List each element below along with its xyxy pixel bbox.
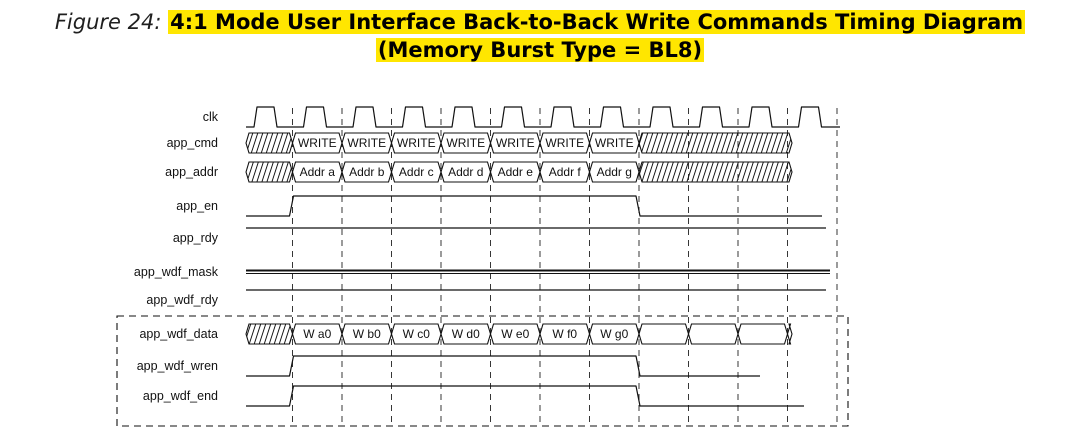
app-wdf-data-value-label: W b0 <box>353 327 381 341</box>
app-wdf-data-value-label: W g0 <box>600 327 628 341</box>
app-cmd-undefined-segment <box>245 132 294 154</box>
app-cmd-value-label: WRITE <box>446 136 485 150</box>
app-addr-value-label: Addr e <box>498 165 534 179</box>
signal-label-app-wdf-rdy: app_wdf_rdy <box>146 293 218 307</box>
app-addr-undefined-segment <box>245 161 294 183</box>
app-wdf-data-empty-segment <box>737 323 789 345</box>
app-wdf-data-value-label: W a0 <box>303 327 331 341</box>
app-cmd-value-label: WRITE <box>298 136 337 150</box>
app-wdf-data-value-label: W d0 <box>452 327 480 341</box>
app-addr-value-label: Addr a <box>300 165 336 179</box>
app-wdf-data-value-label: W f0 <box>552 327 577 341</box>
figure-title: Figure 24: 4:1 Mode User Interface Back-… <box>0 8 1080 64</box>
figure-title-text: 4:1 Mode User Interface Back-to-Back Wri… <box>168 10 1026 34</box>
app-wdf-data-value-label: W c0 <box>403 327 431 341</box>
signal-label-app-wdf-mask: app_wdf_mask <box>134 265 219 279</box>
app-wdf-data-undefined-segment <box>245 323 294 345</box>
app-wdf-data-empty-segment <box>687 323 739 345</box>
write-data-group-box <box>116 315 849 427</box>
app-cmd-value-label: WRITE <box>545 136 584 150</box>
figure-title-line-2: (Memory Burst Type = BL8) <box>0 36 1080 64</box>
signal-label-app-cmd: app_cmd <box>167 136 218 150</box>
signal-label-app-en: app_en <box>176 199 218 213</box>
app-cmd-value-label: WRITE <box>595 136 634 150</box>
signal-label-app-rdy: app_rdy <box>173 231 219 245</box>
signal-label-app-wdf-data: app_wdf_data <box>139 327 218 341</box>
app-wdf-data-empty-segment <box>638 323 690 345</box>
app-addr-value-label: Addr f <box>549 165 582 179</box>
figure-number: Figure 24: <box>54 10 162 34</box>
app-wdf-data-empty-segment <box>786 323 793 345</box>
signal-label-app-addr: app_addr <box>165 165 218 179</box>
app-cmd-value-label: WRITE <box>496 136 535 150</box>
app-cmd-value-label: WRITE <box>347 136 386 150</box>
dashed-group-box <box>116 315 849 427</box>
app-en-waveform <box>246 195 822 217</box>
app-cmd-value-label: WRITE <box>397 136 436 150</box>
clk-waveform <box>246 106 840 128</box>
app-addr-undefined-tail <box>638 161 793 183</box>
figure-title-line-1: Figure 24: 4:1 Mode User Interface Back-… <box>0 8 1080 36</box>
signal-labels: clk app_cmd app_addr app_en app_rdy app_wdf_m… <box>134 110 219 403</box>
signal-label-clk: clk <box>203 110 219 124</box>
app-wdf-end-waveform <box>246 385 804 407</box>
app-wdf-data-value-label: W e0 <box>501 327 529 341</box>
waveforms: WRITE WRITE WRITE WRITE WRITE WRITE WRITE Addr … <box>245 106 840 407</box>
signal-label-app-wdf-wren: app_wdf_wren <box>137 359 218 373</box>
figure-subtitle-text: (Memory Burst Type = BL8) <box>375 38 705 62</box>
app-addr-value-label: Addr g <box>597 165 632 179</box>
app-addr-value-label: Addr c <box>399 165 434 179</box>
cycle-gridlines <box>292 108 838 426</box>
signal-label-app-wdf-end: app_wdf_end <box>143 389 218 403</box>
app-addr-value-label: Addr d <box>448 165 483 179</box>
app-wdf-wren-waveform <box>246 355 760 377</box>
app-addr-value-label: Addr b <box>349 165 385 179</box>
app-cmd-undefined-tail <box>638 132 793 154</box>
